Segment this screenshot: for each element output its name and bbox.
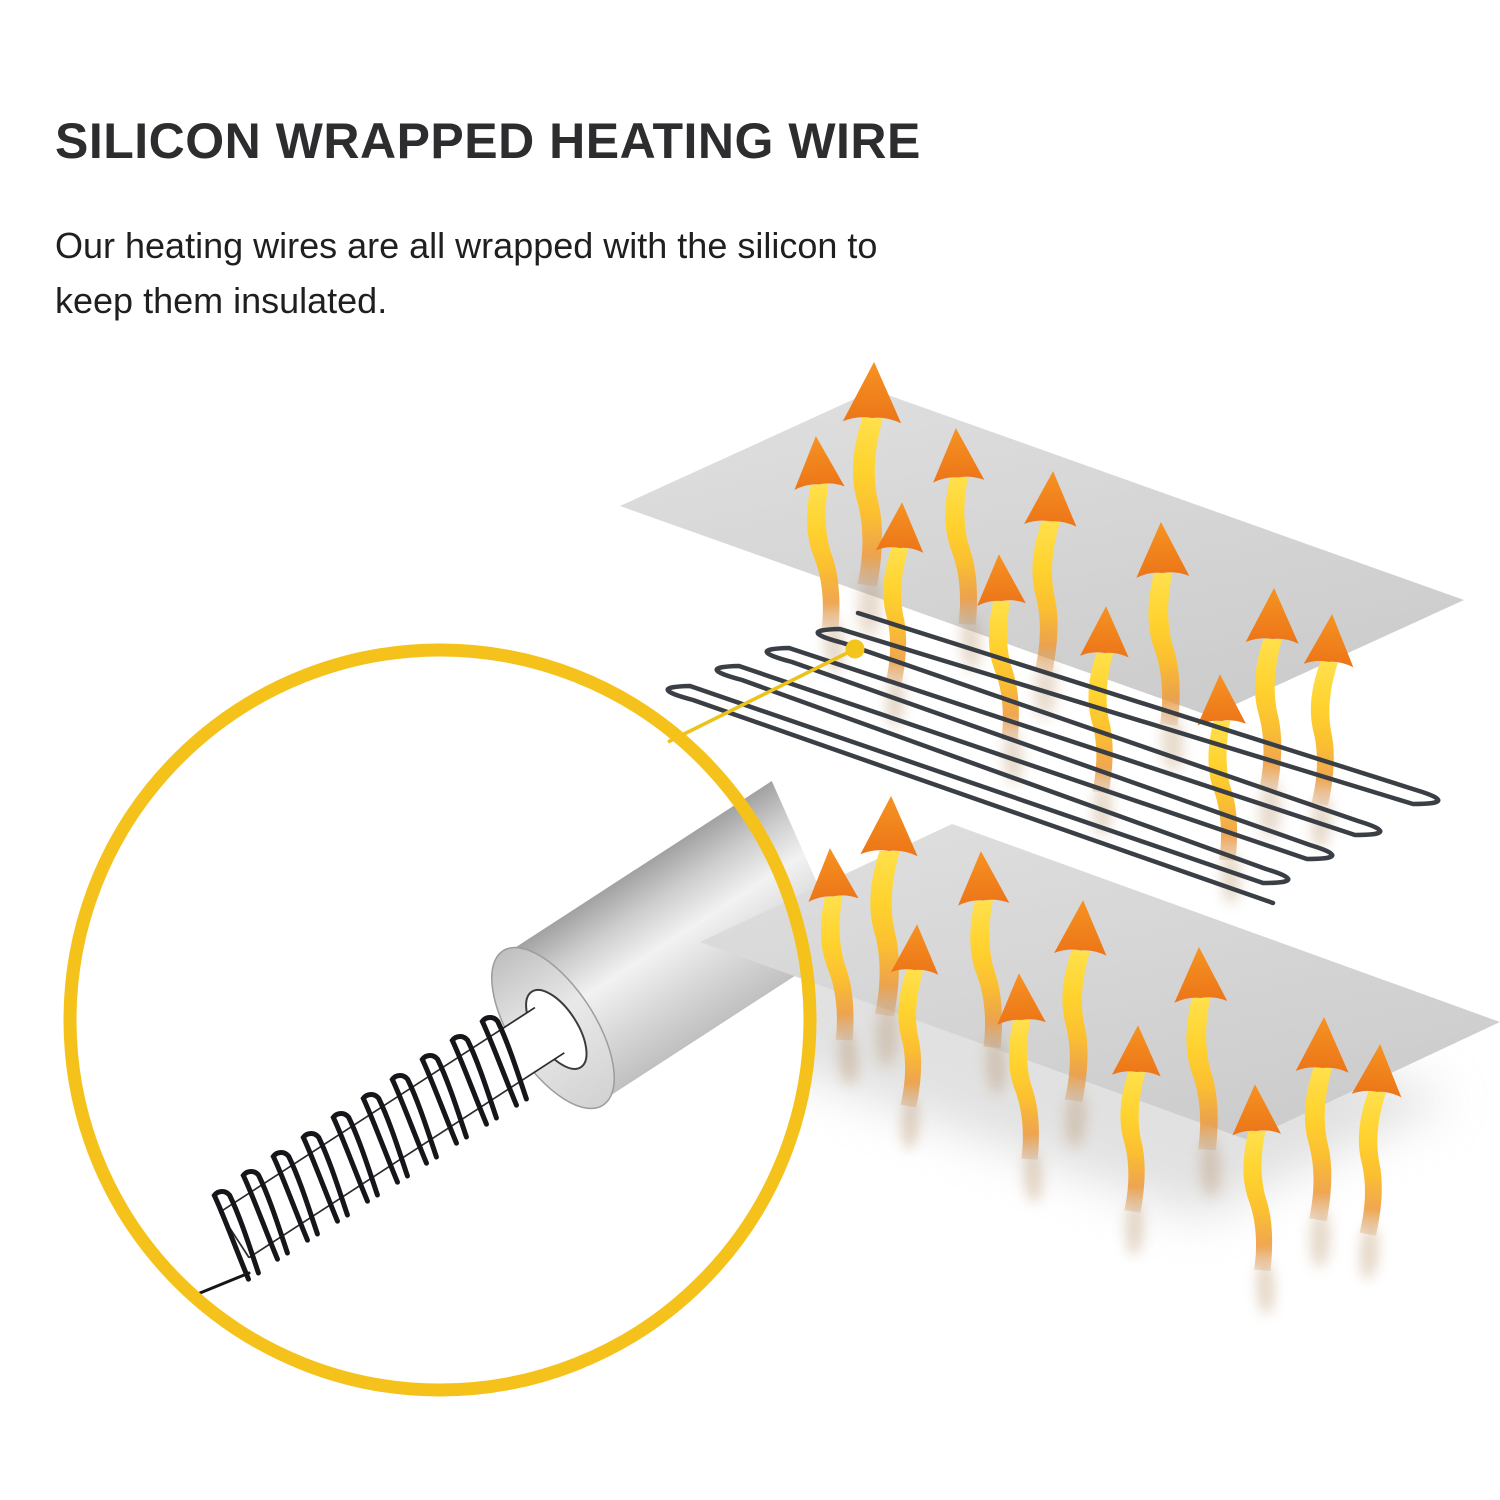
bottom-sheet-group <box>700 795 1500 1315</box>
callout-connector <box>667 639 865 744</box>
description-line-2: keep them insulated. <box>55 280 388 321</box>
leader-line <box>667 647 856 744</box>
bottom-insulation-sheet <box>700 824 1500 1140</box>
description: Our heating wires are all wrapped with t… <box>55 218 877 328</box>
coil-tail <box>198 1271 251 1295</box>
connector-dot-icon <box>845 639 865 659</box>
page-title: SILICON WRAPPED HEATING WIRE <box>55 113 921 169</box>
top-sheet-group <box>620 361 1464 905</box>
heating-wire-serpentine <box>665 610 1441 906</box>
wire-coil <box>198 1013 527 1295</box>
description-line-1: Our heating wires are all wrapped with t… <box>55 225 878 266</box>
magnifier-ring-icon <box>63 643 817 1397</box>
silicon-tube-group <box>198 781 845 1295</box>
